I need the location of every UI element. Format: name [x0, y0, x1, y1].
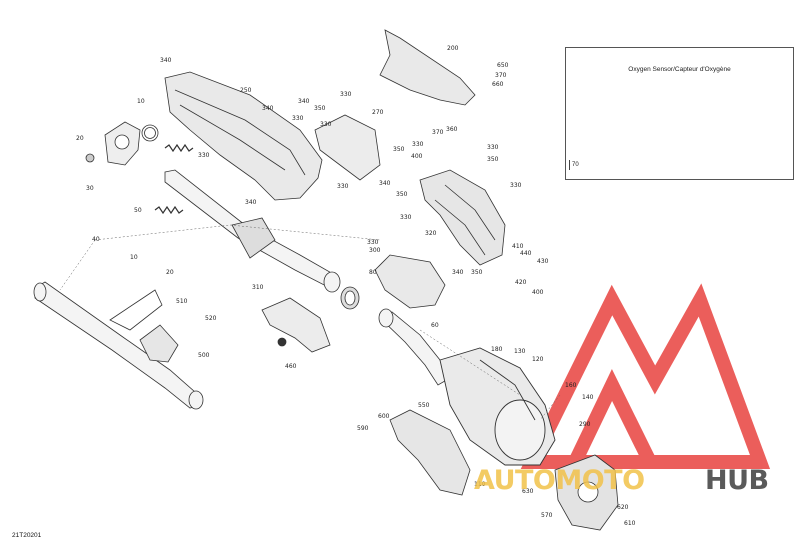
callout-label: 110	[474, 481, 486, 488]
callout-label: 250	[240, 87, 252, 94]
upper-exhaust-pipe	[164, 169, 341, 293]
callout-label: 660	[492, 81, 504, 88]
callout-label: 330	[510, 182, 522, 189]
heat-shield-320	[419, 169, 506, 266]
callout-label: 440	[520, 250, 532, 257]
callout-label: 80	[369, 269, 377, 276]
callout-label: 330	[337, 183, 349, 190]
bracket-500	[139, 324, 179, 363]
oxygen-sensor-legend: Oxygen Sensor/Capteur d'Oxygène 70	[565, 47, 794, 180]
callout-label: 160	[565, 382, 577, 389]
callout-label: 370	[495, 72, 507, 79]
callout-label: 410	[512, 243, 524, 250]
callout-label: 420	[515, 279, 527, 286]
callout-label: 330	[320, 121, 332, 128]
callout-label: 350	[471, 269, 483, 276]
callout-label: 330	[487, 144, 499, 151]
watermark-text-b: HUB	[705, 465, 769, 496]
callout-label: 350	[396, 191, 408, 198]
callout-label: 340	[379, 180, 391, 187]
callout-label: 140	[582, 394, 594, 401]
callout-label: 520	[205, 315, 217, 322]
callout-label: 610	[624, 520, 636, 527]
callout-label: 650	[497, 62, 509, 69]
legend-title: Oxygen Sensor/Capteur d'Oxygène	[628, 66, 731, 73]
callout-label: 500	[198, 352, 210, 359]
callout-label: 370	[432, 129, 444, 136]
legend-part-number: 70	[572, 162, 579, 168]
callout-label: 330	[367, 239, 379, 246]
callout-label: 590	[357, 425, 369, 432]
watermark-logo	[520, 283, 771, 469]
watermark-text-a: AUTOMOTO	[474, 465, 645, 496]
exhaust-flange	[85, 121, 159, 166]
callout-label: 570	[541, 512, 553, 519]
leader-lines	[59, 224, 561, 421]
callout-label: 340	[160, 57, 172, 64]
legend-tick	[569, 160, 570, 170]
callout-label: 30	[86, 185, 94, 192]
callout-label: 20	[76, 135, 84, 142]
callout-label: 630	[522, 488, 534, 495]
callout-label: 510	[176, 298, 188, 305]
callout-label: 20	[166, 269, 174, 276]
springs	[154, 143, 194, 215]
lower-exhaust-pipe	[33, 281, 204, 410]
callout-label: 320	[425, 230, 437, 237]
middle-pipe-60	[378, 308, 451, 386]
callout-label: 270	[372, 109, 384, 116]
callout-label: 330	[412, 141, 424, 148]
callout-label: 350	[314, 105, 326, 112]
callout-label: 350	[393, 146, 405, 153]
callout-label: 600	[378, 413, 390, 420]
callout-label: 120	[532, 356, 544, 363]
callout-label: 130	[514, 348, 526, 355]
muffler	[439, 347, 556, 466]
callout-label: 340	[262, 105, 274, 112]
callout-label: 330	[198, 152, 210, 159]
callout-label: 350	[487, 156, 499, 163]
callout-label: 310	[252, 284, 264, 291]
callout-label: 50	[134, 207, 142, 214]
bracket-550	[389, 409, 471, 496]
callout-label: 60	[431, 322, 439, 329]
callout-label: 200	[447, 45, 459, 52]
callout-label: 290	[579, 421, 591, 428]
callout-label: 10	[130, 254, 138, 261]
bracket-310	[261, 297, 331, 353]
bracket-200	[379, 29, 476, 106]
callout-label: 10	[137, 98, 145, 105]
callout-label: 340	[245, 199, 257, 206]
callout-label: 400	[532, 289, 544, 296]
callout-label: 460	[285, 363, 297, 370]
callout-label: 330	[400, 214, 412, 221]
callout-label: 430	[537, 258, 549, 265]
clamp-80	[340, 286, 360, 310]
diagram-code: 21T20201	[12, 532, 42, 539]
callout-label: 550	[418, 402, 430, 409]
callout-label: 620	[617, 504, 629, 511]
callout-label: 300	[369, 247, 381, 254]
callout-label: 400	[411, 153, 423, 160]
callout-label: 340	[452, 269, 464, 276]
callout-label: 340	[298, 98, 310, 105]
heat-shield-300	[374, 254, 446, 309]
heat-shield-250	[164, 71, 323, 201]
callout-label: 180	[491, 346, 503, 353]
callout-label: 40	[92, 236, 100, 243]
callout-label: 330	[340, 91, 352, 98]
bracket-270	[314, 114, 381, 181]
callout-label: 360	[446, 126, 458, 133]
callout-label: 330	[292, 115, 304, 122]
tail-shield-570	[554, 454, 619, 531]
